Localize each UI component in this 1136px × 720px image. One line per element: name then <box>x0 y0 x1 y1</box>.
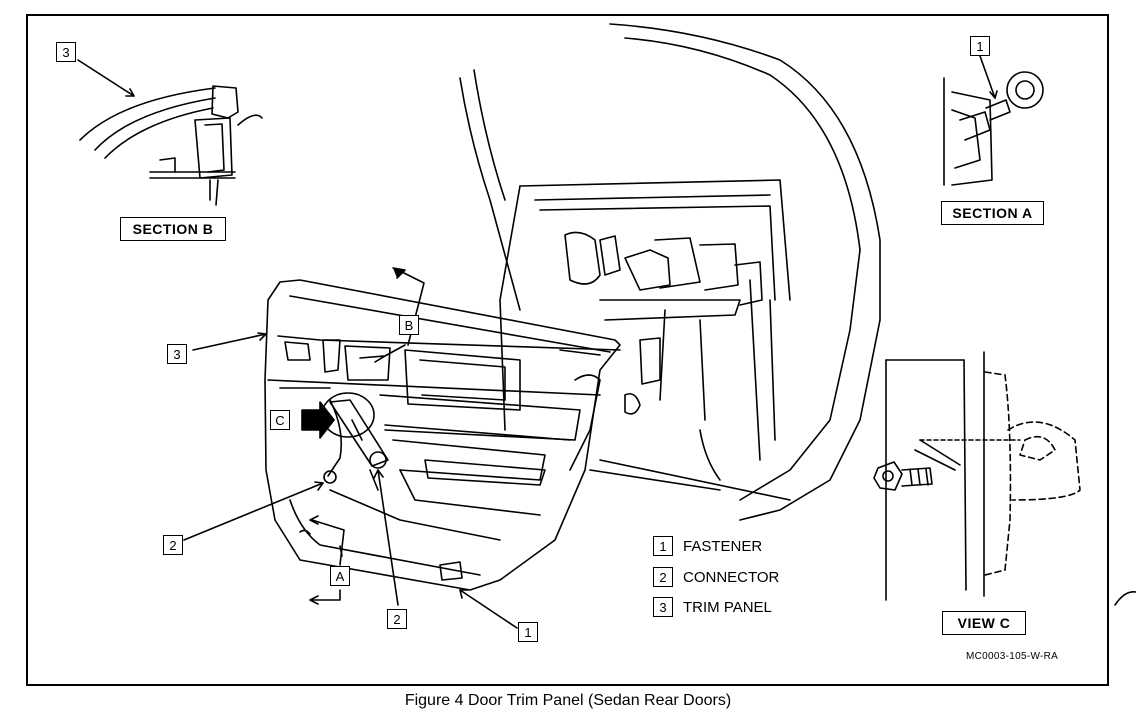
callout-b-arrow: B <box>399 315 419 335</box>
section-b-detail <box>77 59 263 206</box>
callout-1-fastener-bottom: 1 <box>518 622 538 642</box>
legend-text: FASTENER <box>683 537 763 555</box>
callout-2-connector-bottom: 2 <box>387 609 407 629</box>
figure-code: MC0003-105-W-RA <box>966 651 1059 662</box>
callout-1-topright: 1 <box>970 36 990 56</box>
figure-caption: Figure 4 Door Trim Panel (Sedan Rear Doo… <box>404 692 732 709</box>
legend-item: 3 TRIM PANEL <box>653 597 772 617</box>
section-a-detail <box>943 55 1044 186</box>
legend-number: 3 <box>653 597 673 617</box>
callout-2-connector-left: 2 <box>163 535 183 555</box>
leader-lines <box>183 267 518 629</box>
legend-item: 1 FASTENER <box>653 536 762 556</box>
view-c-detail <box>873 351 1136 606</box>
callout-c-marker: C <box>270 410 290 430</box>
view-c-label: VIEW C <box>942 611 1030 639</box>
door-frame <box>459 23 881 521</box>
callout-3-topleft: 3 <box>56 42 76 62</box>
callout-3-panel: 3 <box>167 344 187 364</box>
section-b-label: SECTION B <box>120 217 230 245</box>
legend-number: 1 <box>653 536 673 556</box>
legend-text: CONNECTOR <box>683 568 780 586</box>
legend-number: 2 <box>653 567 673 587</box>
diagram-frame <box>26 14 1109 686</box>
legend-text: TRIM PANEL <box>683 598 772 616</box>
legend-item: 2 CONNECTOR <box>653 567 779 587</box>
trim-panel <box>264 279 621 591</box>
section-a-label: SECTION A <box>941 201 1048 229</box>
callout-a-marker: A <box>330 566 350 586</box>
